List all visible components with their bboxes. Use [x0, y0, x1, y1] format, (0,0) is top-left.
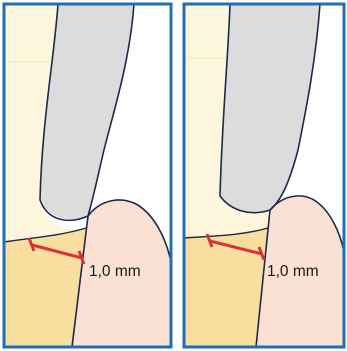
panel-left: 1,0 mm	[4, 4, 171, 347]
measurement-label-right: 1,0 mm	[267, 263, 319, 280]
measurement-label-left: 1,0 mm	[89, 263, 141, 280]
panel-right: 1,0 mm	[184, 4, 344, 347]
